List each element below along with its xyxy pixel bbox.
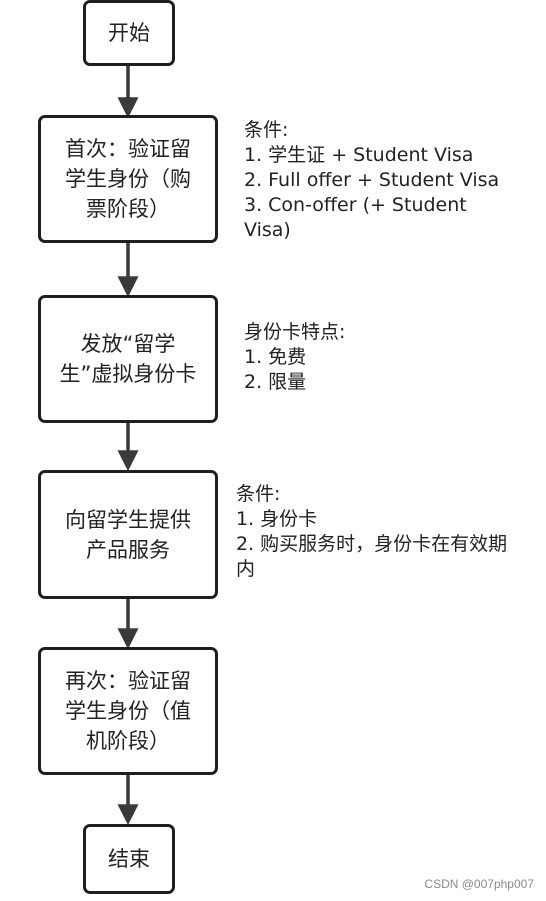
step3-provide-service: 向留学生提供产品服务: [38, 470, 218, 599]
step2-issue-virtual-card: 发放“留学生”虚拟身份卡: [38, 295, 218, 423]
note1-item: 2. Full offer + Student Visa: [244, 169, 500, 191]
step3-label: 向留学生提供产品服务: [65, 507, 191, 562]
note2-item: 2. 限量: [244, 371, 307, 393]
note-step1-conditions: 条件: 1. 学生证 + Student Visa 2. Full offer …: [244, 118, 542, 243]
note3-item: 1. 身份卡: [236, 508, 318, 530]
note3-item: 2. 购买服务时，身份卡在有效期内: [236, 533, 508, 580]
note-step2-card-features: 身份卡特点: 1. 免费 2. 限量: [244, 320, 494, 395]
note1-item: 3. Con-offer (+ Student Visa): [244, 194, 467, 241]
step2-label: 发放“留学生”虚拟身份卡: [59, 332, 197, 386]
note2-item: 1. 免费: [244, 346, 307, 368]
note1-title: 条件:: [244, 119, 289, 141]
note2-title: 身份卡特点:: [244, 321, 346, 343]
note3-title: 条件:: [236, 483, 281, 505]
step4-label: 再次：验证留学生身份（值机阶段）: [65, 669, 191, 753]
step1-label: 首次：验证留学生身份（购票阶段）: [65, 137, 191, 221]
note1-item: 1. 学生证 + Student Visa: [244, 144, 474, 166]
end-node: 结束: [83, 824, 175, 894]
end-label: 结束: [108, 847, 150, 871]
start-node: 开始: [83, 0, 175, 66]
note-step3-conditions: 条件: 1. 身份卡 2. 购买服务时，身份卡在有效期内: [236, 482, 536, 582]
step4-verify-identity-checkin: 再次：验证留学生身份（值机阶段）: [38, 647, 218, 775]
watermark: CSDN @007php007: [424, 877, 534, 891]
step1-verify-identity-booking: 首次：验证留学生身份（购票阶段）: [38, 115, 218, 243]
start-label: 开始: [108, 21, 150, 45]
